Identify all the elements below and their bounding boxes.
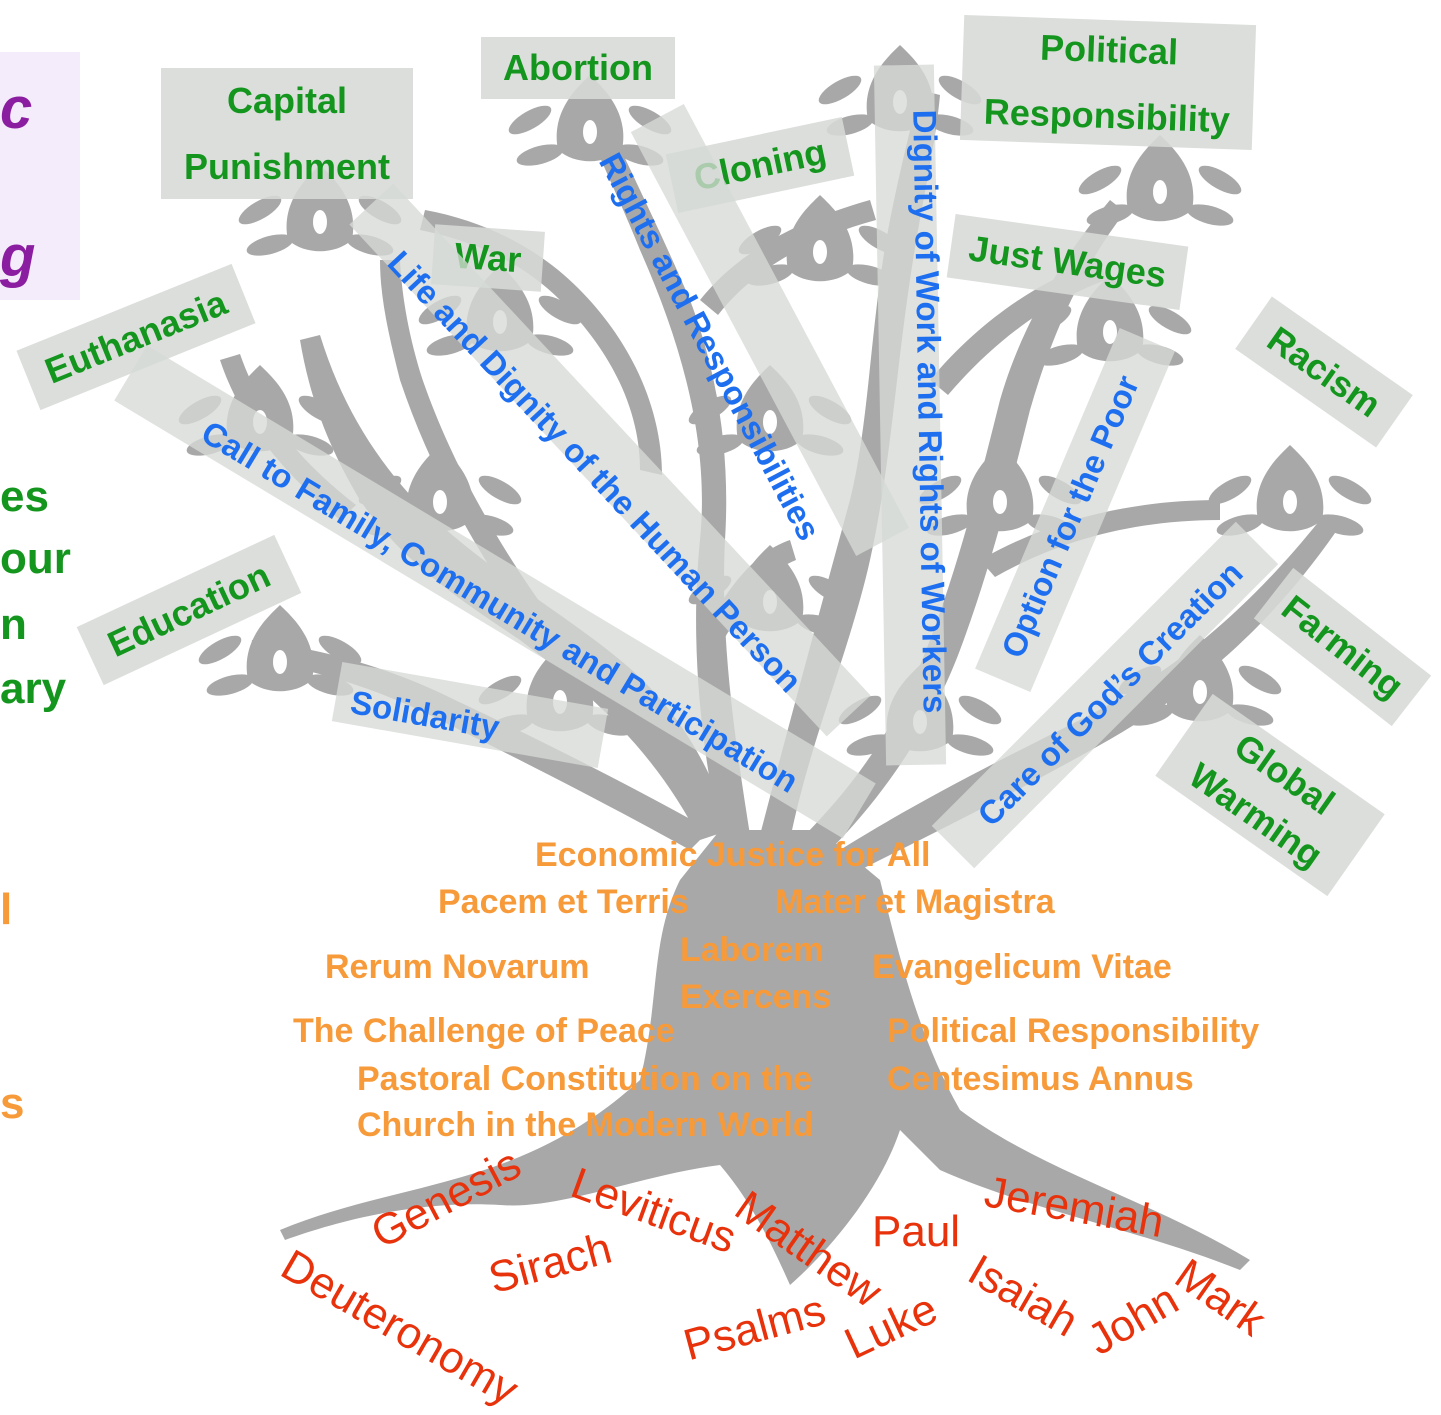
green-fragment-4: ary (0, 664, 67, 713)
green-fragment-2: our (0, 534, 71, 583)
doc-evangelicum-vitae: Evangelicum Vitae (872, 948, 1172, 986)
doc-political-responsibility: Political Responsibility (887, 1012, 1260, 1050)
title-fragment-2: g (0, 224, 36, 289)
title-fragment-1: c (0, 76, 33, 141)
title-panel (0, 52, 80, 300)
orange-fragment-1: l (0, 885, 13, 934)
doc-pastoral-2: Church in the Modern World (357, 1106, 814, 1144)
flower-cluster-icon (1078, 135, 1242, 226)
green-fragment-1: es (0, 472, 49, 521)
doc-pacem-et-terris: Pacem et Terris (438, 883, 689, 921)
issue-capital-punishment: Capital Punishment (161, 68, 413, 199)
doc-rerum-novarum: Rerum Novarum (325, 948, 590, 986)
doc-laborem-1: Laborem (680, 931, 824, 969)
doc-centesimus-annus: Centesimus Annus (887, 1060, 1194, 1098)
doc-laborem-2: Exercens (680, 978, 832, 1016)
doc-pastoral-1: Pastoral Constitution on the (357, 1060, 813, 1098)
orange-fragment-2: s (0, 1079, 25, 1128)
doc-challenge-of-peace: The Challenge of Peace (293, 1012, 675, 1050)
issue-abortion: Abortion (481, 37, 675, 99)
doc-economic-justice: Economic Justice for All (535, 836, 931, 874)
doc-mater-et-magistra: Mater et Magistra (775, 883, 1055, 921)
issue-political-responsibility: Political Responsibility (959, 14, 1257, 151)
green-fragment-3: n (0, 600, 27, 649)
scripture-paul: Paul (872, 1207, 961, 1256)
